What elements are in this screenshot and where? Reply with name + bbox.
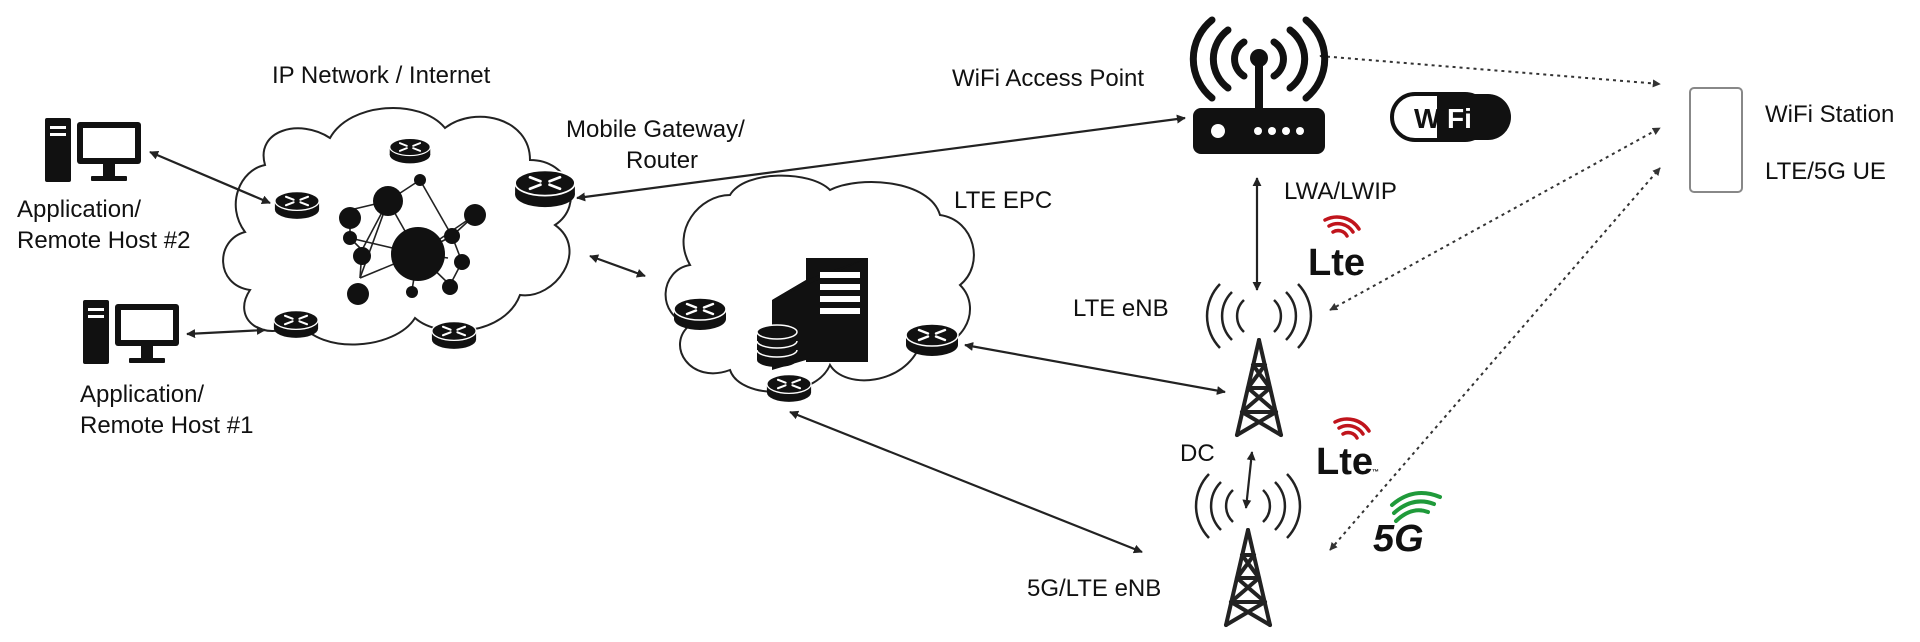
internet-router-bottom-left	[272, 309, 320, 339]
lte-logo-1-text: Lte	[1308, 242, 1365, 284]
5g-lte-enb-label: 5G/LTE eNB	[1027, 575, 1161, 602]
host-1-label-line2: Remote Host #1	[80, 412, 253, 439]
internet-mesh	[339, 174, 486, 305]
lte-logo-2-text: Lte	[1316, 441, 1373, 483]
wifi-station-device-icon	[1689, 87, 1743, 193]
mobile-gateway-router	[513, 168, 577, 209]
lwa-lwip-label: LWA/LWIP	[1284, 178, 1397, 205]
lte-logo-1: Lte	[1308, 215, 1365, 284]
link-dc	[1242, 451, 1256, 509]
host-1-label-line1: Application/	[80, 381, 204, 408]
internet-router-top	[388, 137, 432, 165]
5g-logo-text: 5G	[1373, 518, 1424, 560]
host-2-label-line1: Application/	[17, 196, 141, 223]
internet-router-bottom-right	[430, 320, 478, 350]
wifi-station-label: WiFi Station	[1765, 101, 1894, 128]
mobile-gateway-label-line2: Router	[626, 147, 698, 174]
wireless-ap-station	[1319, 52, 1661, 88]
lte-epc-label: LTE EPC	[954, 187, 1052, 214]
link-epc-lte-enb	[964, 342, 1226, 395]
wifi-logo-tm: ™	[1486, 93, 1494, 102]
link-gateway-wifi-ap	[576, 114, 1186, 202]
connections	[149, 114, 1262, 554]
host-2-label-line2: Remote Host #2	[17, 227, 190, 254]
wifi-logo-text-fi: Fi	[1447, 103, 1472, 134]
link-host2-router	[149, 150, 271, 205]
epc-router-left	[672, 296, 728, 332]
internet-cloud	[222, 106, 572, 346]
link-gateway-epc	[589, 254, 646, 278]
dc-label: DC	[1180, 440, 1215, 467]
lte-enb-tower-icon	[1205, 282, 1313, 437]
lte-logo-2: Lte ™	[1316, 417, 1379, 483]
ip-network-label: IP Network / Internet	[272, 62, 491, 89]
wifi-logo-text-wi: Wi	[1414, 103, 1448, 134]
host-2-computer-icon	[45, 118, 141, 182]
link-host1-router	[186, 325, 266, 339]
epc-router-bottom	[765, 373, 813, 403]
wifi-access-point-label: WiFi Access Point	[952, 65, 1144, 92]
wireless-links	[1319, 52, 1661, 551]
wireless-5g-enb-ue	[1329, 167, 1661, 551]
wireless-lte-enb-ue	[1329, 127, 1661, 311]
internet-router-left	[273, 190, 321, 220]
database-icon	[756, 324, 798, 367]
5g-logo: 5G	[1373, 490, 1442, 560]
epc-router-right	[904, 322, 960, 358]
epc-server-icon	[772, 258, 868, 370]
lte-5g-ue-label: LTE/5G UE	[1765, 158, 1886, 185]
mobile-gateway-label-line1: Mobile Gateway/	[566, 116, 745, 143]
link-epc-5g-enb	[789, 410, 1143, 554]
host-1-computer-icon	[83, 300, 179, 364]
wifi-logo: Wi Fi ™	[1390, 92, 1511, 142]
lte-enb-label: LTE eNB	[1073, 295, 1169, 322]
wifi-access-point-icon	[1189, 16, 1329, 154]
lte-logo-2-tm: ™	[1372, 469, 1379, 476]
